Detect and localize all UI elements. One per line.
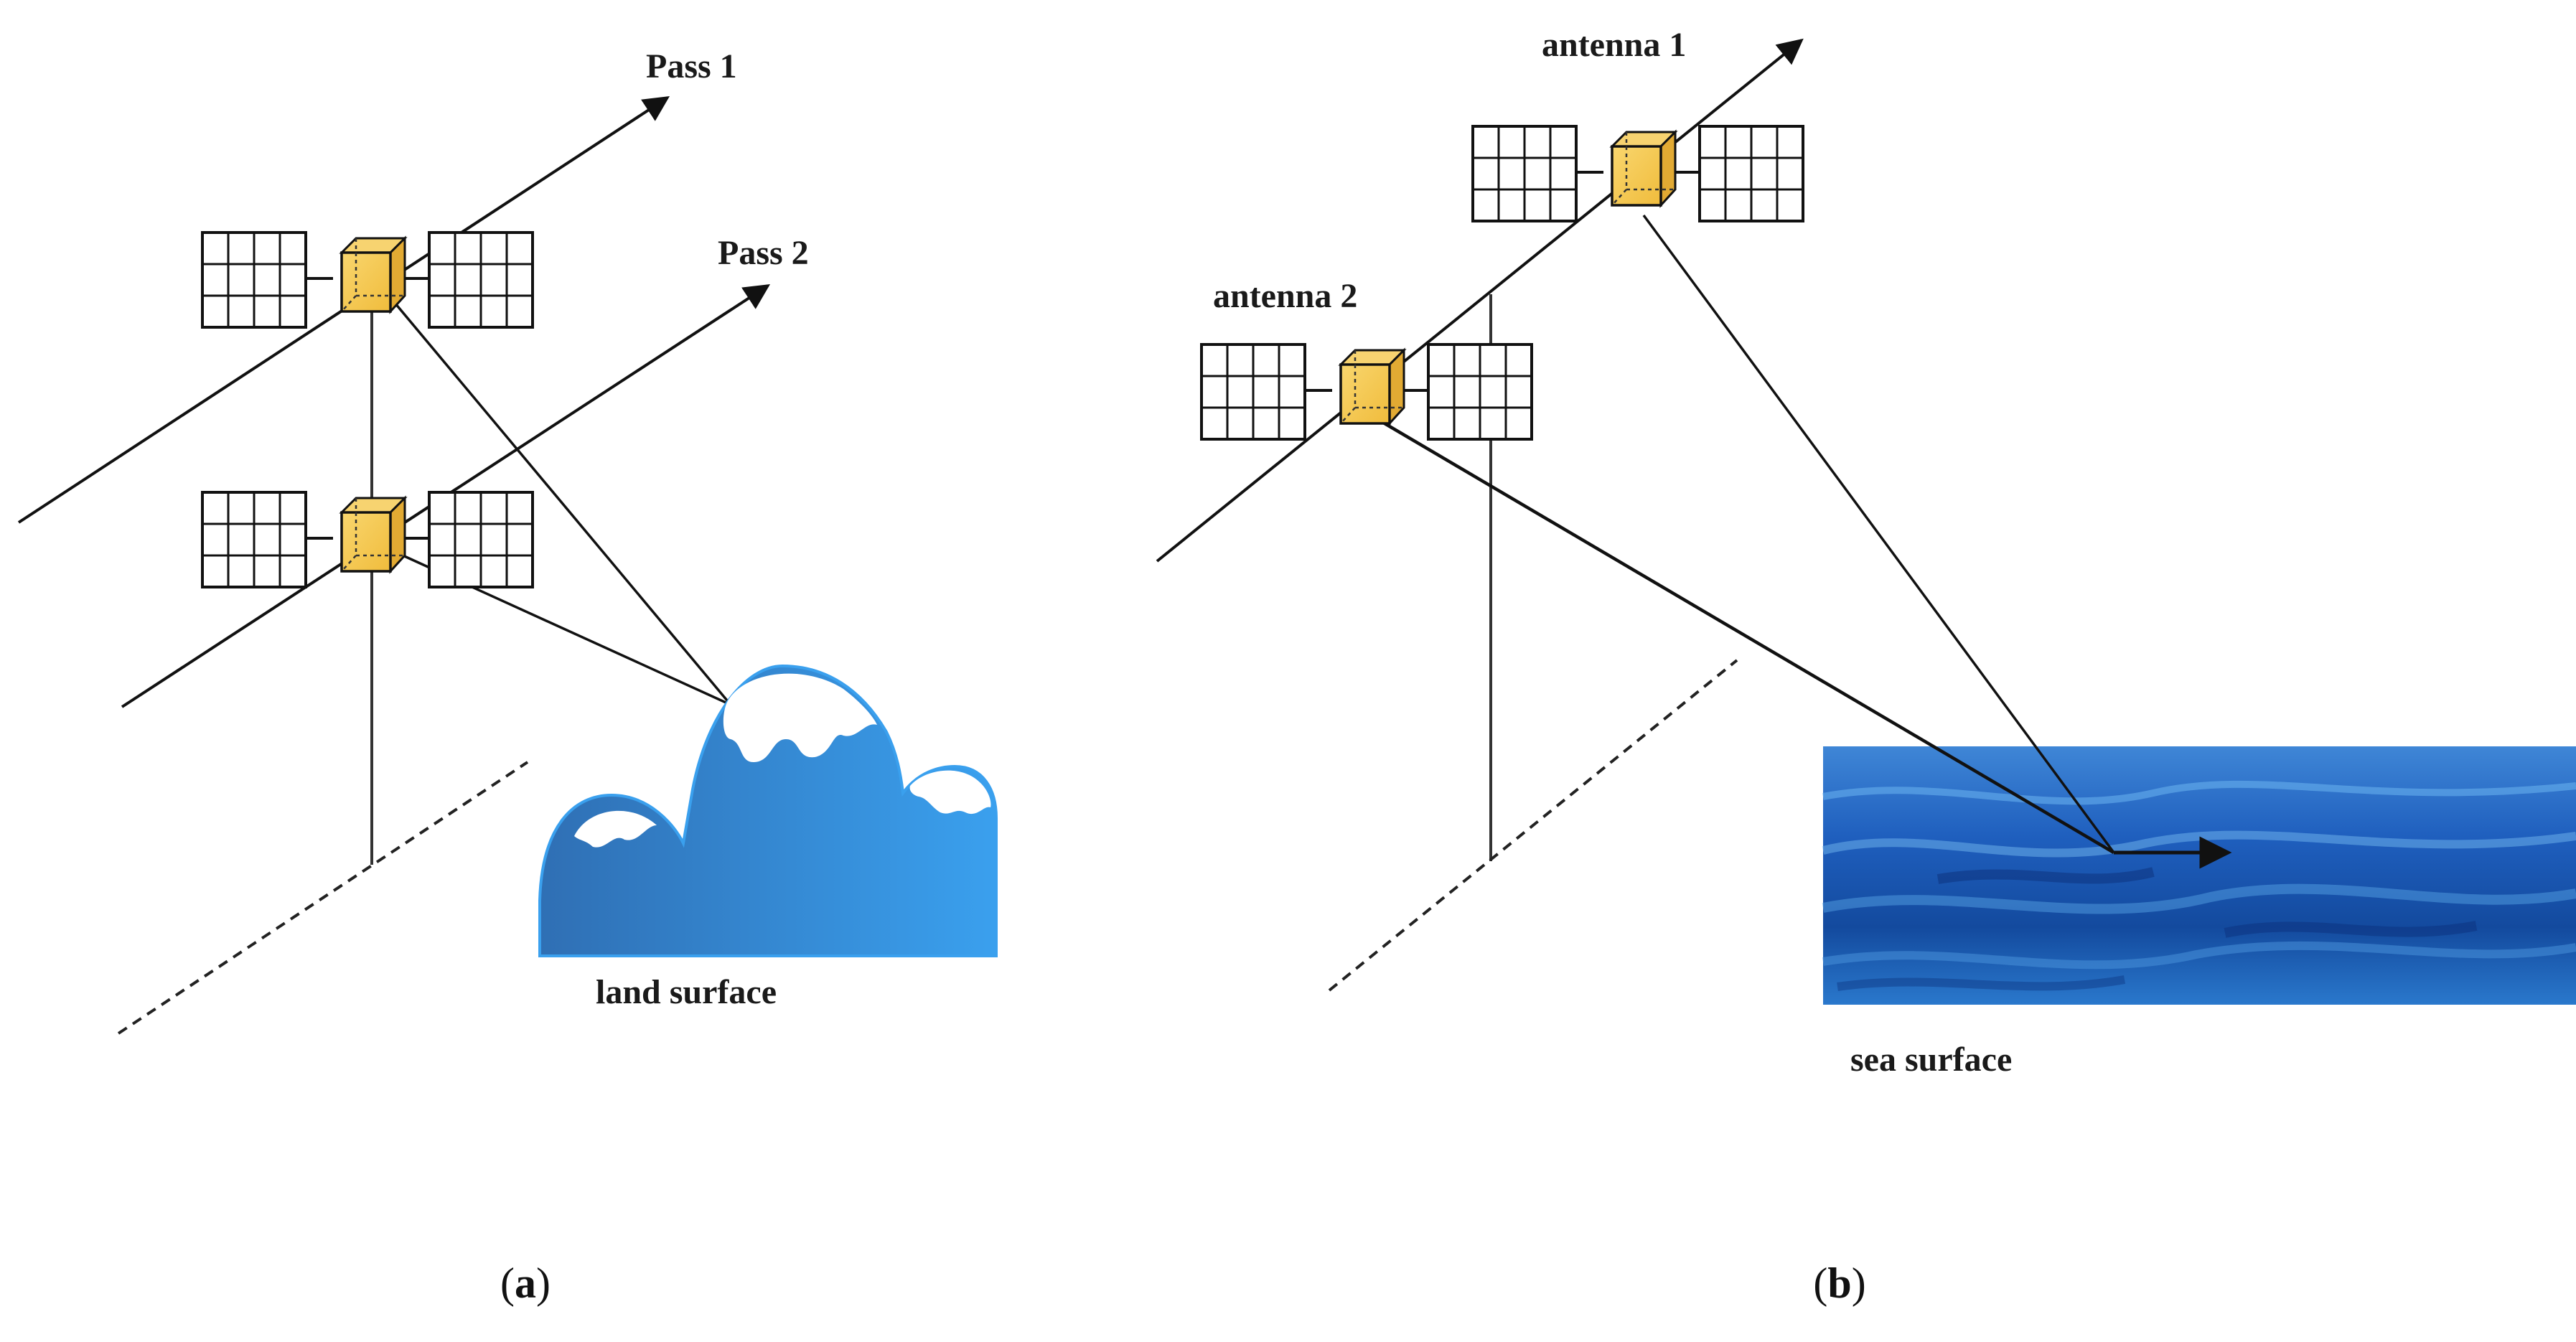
orbit-track-b — [1156, 38, 1804, 563]
caption-a: (a) — [500, 1259, 551, 1307]
ground-track-b — [1328, 659, 1738, 992]
satellite-icon — [202, 233, 533, 327]
look-line-antenna1 — [1642, 214, 2115, 854]
satellite-icon — [1202, 344, 1532, 439]
caption-a-letter: a — [515, 1259, 536, 1307]
land-surface-label: land surface — [596, 973, 777, 1011]
pass-2-label: Pass 2 — [718, 234, 809, 272]
satellite-icon — [1473, 126, 1803, 221]
antenna-2-label: antenna 2 — [1213, 277, 1357, 315]
ground-track-a — [117, 761, 529, 1035]
panel-b: antenna 1 antenna 2 sea surface (b) — [1156, 26, 2576, 1307]
sea-surface-image — [1822, 746, 2576, 1005]
antenna-1-label: antenna 1 — [1542, 26, 1686, 64]
panel-a: Pass 1 Pass 2 land surface (a) — [17, 47, 998, 1307]
caption-b-letter: b — [1827, 1259, 1851, 1307]
satellite-icon — [202, 492, 533, 587]
look-line-pass1 — [386, 293, 732, 706]
look-line-antenna2 — [1371, 415, 2115, 854]
pass-1-label: Pass 1 — [646, 47, 737, 85]
mountain-icon — [538, 664, 998, 957]
sea-surface-label: sea surface — [1850, 1041, 2012, 1079]
caption-b: (b) — [1813, 1259, 1865, 1307]
